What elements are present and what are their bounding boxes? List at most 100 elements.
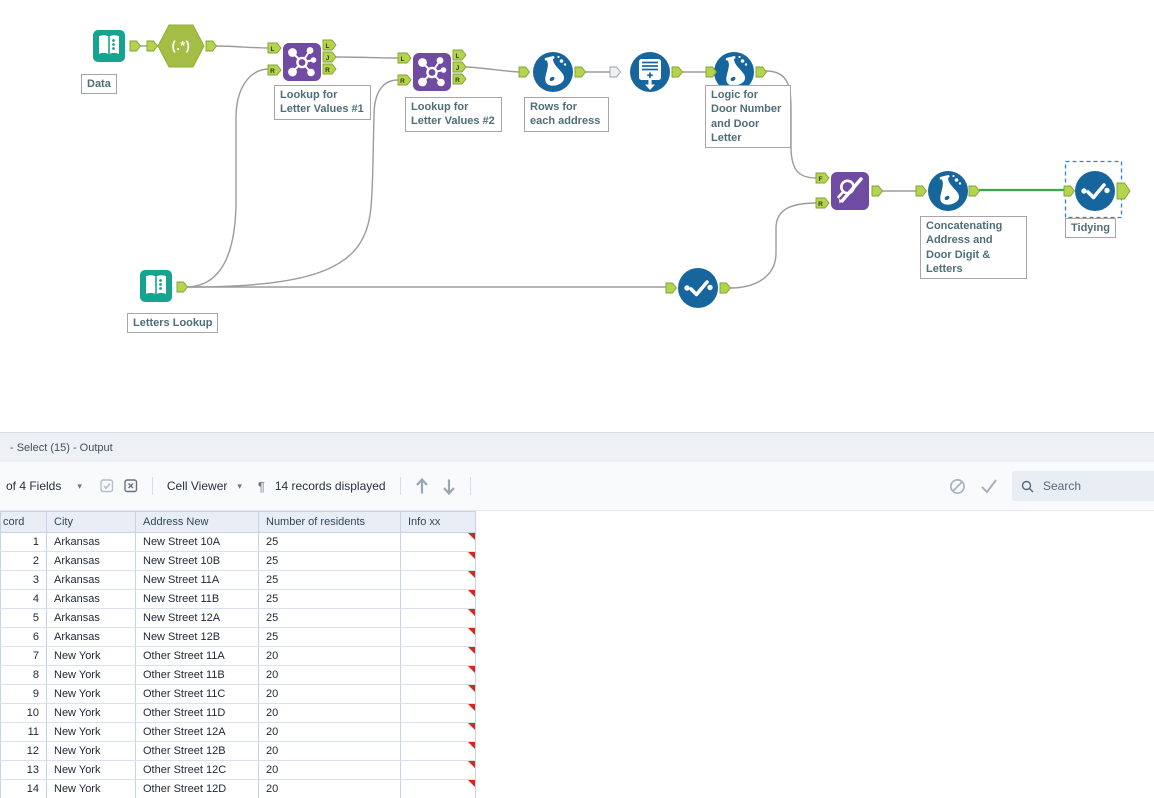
city-cell[interactable]: New York xyxy=(46,684,136,704)
residents-cell[interactable]: 25 xyxy=(258,570,401,590)
tool-find-replace[interactable] xyxy=(829,170,871,212)
city-cell[interactable]: New York xyxy=(46,665,136,685)
residents-cell[interactable]: 25 xyxy=(258,589,401,609)
output-anchor[interactable] xyxy=(671,66,683,78)
info-cell[interactable] xyxy=(400,570,476,590)
residents-cell[interactable]: 25 xyxy=(258,532,401,552)
column-header[interactable]: City xyxy=(46,511,136,533)
output-anchor[interactable] xyxy=(755,66,767,78)
record-cell[interactable]: 12 xyxy=(0,741,47,761)
address-cell[interactable]: Other Street 12A xyxy=(135,722,259,742)
info-cell[interactable] xyxy=(400,532,476,552)
record-cell[interactable]: 11 xyxy=(0,722,47,742)
address-cell[interactable]: Other Street 12D xyxy=(135,779,259,798)
residents-cell[interactable]: 25 xyxy=(258,551,401,571)
tool-formula-concat[interactable] xyxy=(928,171,968,211)
column-header[interactable]: cord xyxy=(0,511,47,533)
deselect-all-icon[interactable] xyxy=(124,479,138,493)
tool-join-lookup-2[interactable] xyxy=(411,51,453,93)
cell-viewer-dropdown[interactable]: Cell Viewer xyxy=(166,479,228,493)
residents-cell[interactable]: 20 xyxy=(258,779,401,798)
connection-wire[interactable] xyxy=(765,70,817,179)
record-cell[interactable]: 3 xyxy=(0,570,47,590)
connection-wire[interactable] xyxy=(215,45,269,49)
tool-join-lookup-1[interactable] xyxy=(281,41,323,83)
city-cell[interactable]: Arkansas xyxy=(46,532,136,552)
input-anchor[interactable] xyxy=(1063,185,1075,197)
record-cell[interactable]: 6 xyxy=(0,627,47,647)
address-cell[interactable]: New Street 12A xyxy=(135,608,259,628)
tool-input-data[interactable] xyxy=(92,29,126,63)
annotation-concat[interactable]: Concatenating Address and Door Digit & L… xyxy=(920,216,1027,280)
column-header[interactable]: Address New xyxy=(135,511,259,533)
city-cell[interactable]: New York xyxy=(46,722,136,742)
city-cell[interactable]: New York xyxy=(46,646,136,666)
search-input[interactable] xyxy=(1041,478,1145,494)
address-cell[interactable]: New Street 11B xyxy=(135,589,259,609)
address-cell[interactable]: New Street 10A xyxy=(135,532,259,552)
info-cell[interactable] xyxy=(400,703,476,723)
city-cell[interactable]: Arkansas xyxy=(46,627,136,647)
connection-wire[interactable] xyxy=(335,56,399,59)
address-cell[interactable]: Other Street 12C xyxy=(135,760,259,780)
address-cell[interactable]: New Street 12B xyxy=(135,627,259,647)
record-cell[interactable]: 5 xyxy=(0,608,47,628)
record-cell[interactable]: 1 xyxy=(0,532,47,552)
residents-cell[interactable]: 20 xyxy=(258,703,401,723)
connection-wire[interactable] xyxy=(729,202,817,289)
output-anchor[interactable] xyxy=(968,185,980,197)
info-cell[interactable] xyxy=(400,646,476,666)
address-cell[interactable]: Other Street 11A xyxy=(135,646,259,666)
address-cell[interactable]: Other Street 11D xyxy=(135,703,259,723)
residents-cell[interactable]: 20 xyxy=(258,665,401,685)
city-cell[interactable]: New York xyxy=(46,703,136,723)
record-cell[interactable]: 9 xyxy=(0,684,47,704)
tool-input-letters-lookup[interactable] xyxy=(139,269,173,303)
output-anchor-selected[interactable] xyxy=(1116,182,1131,200)
annotation-lookup2[interactable]: Lookup for Letter Values #2 xyxy=(405,97,502,132)
city-cell[interactable]: New York xyxy=(46,779,136,798)
city-cell[interactable]: New York xyxy=(46,760,136,780)
apply-check-icon[interactable] xyxy=(980,478,998,494)
city-cell[interactable]: New York xyxy=(46,741,136,761)
search-box[interactable] xyxy=(1012,471,1154,501)
output-anchor[interactable] xyxy=(129,40,141,52)
optional-input-anchor[interactable] xyxy=(609,66,621,78)
select-all-checkbox-icon[interactable] xyxy=(100,479,114,493)
residents-cell[interactable]: 25 xyxy=(258,608,401,628)
down-arrow-icon[interactable] xyxy=(442,478,456,495)
annotation-data[interactable]: Data xyxy=(81,74,117,95)
address-cell[interactable]: Other Street 11C xyxy=(135,684,259,704)
annotation-logic[interactable]: Logic for Door Number and Door Letter xyxy=(705,85,791,149)
info-cell[interactable] xyxy=(400,665,476,685)
record-cell[interactable]: 2 xyxy=(0,551,47,571)
info-cell[interactable] xyxy=(400,589,476,609)
chevron-down-icon[interactable]: ▾ xyxy=(77,480,82,491)
info-cell[interactable] xyxy=(400,627,476,647)
info-cell[interactable] xyxy=(400,551,476,571)
city-cell[interactable]: Arkansas xyxy=(46,570,136,590)
column-header[interactable]: Number of residents xyxy=(258,511,401,533)
pilcrow-icon[interactable]: ¶ xyxy=(257,478,265,494)
input-anchor[interactable] xyxy=(665,282,677,294)
output-anchor[interactable] xyxy=(574,66,586,78)
record-cell[interactable]: 8 xyxy=(0,665,47,685)
residents-cell[interactable]: 20 xyxy=(258,741,401,761)
annotation-rows[interactable]: Rows for each address xyxy=(524,97,609,132)
connection-wire[interactable] xyxy=(186,79,399,288)
input-anchor[interactable] xyxy=(146,40,158,52)
tool-regex[interactable] xyxy=(157,24,205,68)
info-cell[interactable] xyxy=(400,779,476,798)
record-cell[interactable]: 4 xyxy=(0,589,47,609)
city-cell[interactable]: Arkansas xyxy=(46,551,136,571)
record-cell[interactable]: 10 xyxy=(0,703,47,723)
